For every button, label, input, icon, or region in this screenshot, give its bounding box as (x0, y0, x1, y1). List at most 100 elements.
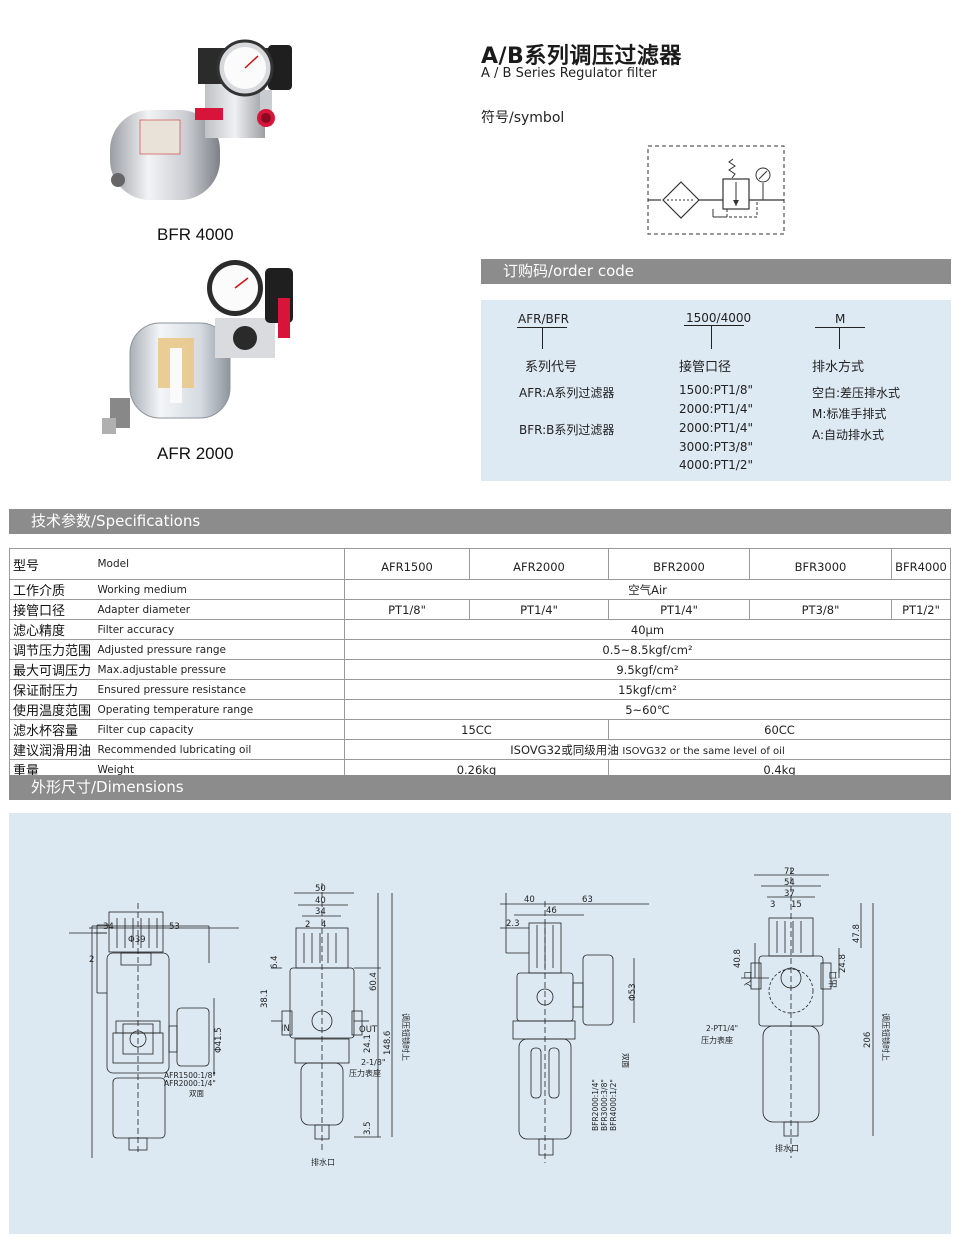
dimensions-panel: 34 53 Φ39 2 Φ41.5 AFR1500:1/8" AFR2000:1… (9, 813, 951, 1234)
specifications-title: 技术参数/Specifications (31, 512, 201, 530)
d4-w15: 15 (791, 900, 802, 910)
order-code-panel: AFR/BFR 1500/4000 M 系列代号 接管口径 排水方式 AFR:A… (481, 300, 951, 481)
label-cn: 建议润滑用油 (9, 739, 95, 760)
d1-h2: 2 (89, 955, 94, 965)
product-label-afr2000: AFR 2000 (157, 444, 234, 463)
d4-inlet: 入口 (744, 971, 754, 988)
value-cell: PT1/8" (344, 599, 470, 620)
d2-w2: 2 (305, 920, 310, 930)
value-cell: 0.26kg (344, 759, 609, 780)
drain-3: A:自动排水式 (812, 428, 885, 442)
model-bfr3000: BFR3000 (749, 548, 892, 580)
table-row: 接管口径 Adapter diameter PT1/8" PT1/4" PT1/… (9, 599, 951, 620)
label-cn: 滤水杯容量 (9, 719, 95, 740)
d3-w46: 46 (546, 906, 557, 916)
d2-port: 2-1/8" (361, 1058, 386, 1067)
value-cell: 15CC (344, 719, 609, 740)
d1-note1: AFR1500:1/8" (164, 1071, 216, 1080)
value-cell: PT1/4" (608, 599, 750, 620)
d2-knob: 调压钮锁时上 (401, 1013, 411, 1061)
port-1: 1500:PT1/8" (679, 383, 753, 397)
header-series: 系列代号 (525, 360, 578, 375)
d2-w4: 4 (321, 920, 326, 930)
table-row: 工作介质 Working medium 空气Air (9, 579, 951, 600)
label-cn: 滤心精度 (9, 619, 95, 640)
label-cn: 工作介质 (9, 579, 95, 600)
table-row: 使用温度范围 Operating temperature range 5~60℃ (9, 699, 951, 720)
value-cell: 5~60℃ (344, 699, 951, 720)
table-row: 调节压力范围 Adjusted pressure range 0.5~8.5kg… (9, 639, 951, 660)
dimensions-bar: 外形尺寸/Dimensions (9, 775, 951, 800)
underline-port (684, 325, 744, 326)
specifications-table: 型号 Model AFR1500 AFR2000 BFR2000 BFR3000… (9, 548, 951, 780)
d4-outlet: 出口 (828, 971, 839, 988)
model-afr1500: AFR1500 (344, 548, 470, 580)
afr2000-product-image (102, 260, 293, 434)
label-cn: 最大可调压力 (9, 659, 95, 680)
value-cell: PT1/2" (891, 599, 951, 620)
label-en: Recommended lubricating oil (94, 739, 345, 760)
series-a: AFR:A系列过滤器 (519, 386, 615, 400)
d4-w54: 54 (784, 878, 795, 888)
value-cell: 40μm (344, 619, 951, 640)
bfr4000-product-image (110, 39, 292, 200)
label-cn: 保证耐压力 (9, 679, 95, 700)
table-row: 滤水杯容量 Filter cup capacity 15CC 60CC (9, 719, 951, 740)
d1-w53: 53 (169, 922, 180, 932)
value-cell: PT1/4" (469, 599, 609, 620)
d3-both: 双面 (621, 1053, 630, 1069)
d4-h248: 24.8 (838, 954, 848, 973)
d4-w72: 72 (784, 867, 795, 877)
d4-h408: 40.8 (733, 949, 743, 968)
port-5: 4000:PT1/2" (679, 458, 753, 472)
drawing-bfr-front (741, 868, 874, 1158)
value-cell: 15kgf/cm² (344, 679, 951, 700)
leader-port (711, 325, 712, 349)
table-row: 型号 Model AFR1500 AFR2000 BFR2000 BFR3000… (9, 548, 951, 580)
page-subtitle: A / B Series Regulator filter (481, 66, 657, 81)
label-en: Model (94, 548, 345, 580)
label-en: Filter cup capacity (94, 719, 345, 740)
value-cell: 60CC (608, 719, 951, 740)
drawing-afr-front (271, 883, 393, 1153)
table-row: 最大可调压力 Max.adjustable pressure 9.5kgf/cm… (9, 659, 951, 680)
leader-drain (839, 327, 840, 349)
d3-phi53: Φ53 (628, 983, 638, 1001)
underline-drain (815, 327, 865, 328)
model-bfr2000: BFR2000 (608, 548, 750, 580)
d4-w3: 3 (770, 900, 775, 910)
drain-1: 空白:差压排水式 (812, 386, 901, 400)
d1-phi39: Φ39 (128, 935, 146, 945)
d4-port: 2-PT1/4" (706, 1024, 738, 1033)
code-drain: M (835, 312, 846, 326)
code-series: AFR/BFR (518, 312, 569, 326)
table-row: 重量 Weight 0.26kg 0.4kg (9, 759, 951, 780)
port-3: 2000:PT1/4" (679, 421, 753, 435)
label-en: Operating temperature range (94, 699, 345, 720)
d3-n3: BFR4000:1/2" (609, 1079, 618, 1131)
specifications-bar: 技术参数/Specifications (9, 509, 951, 534)
d4-knob: 调压钮锁时上 (881, 1013, 891, 1061)
header-port: 接管口径 (679, 360, 732, 375)
value-cell: 0.5~8.5kgf/cm² (344, 639, 951, 660)
d3-n1: BFR2000:1/4" (591, 1079, 600, 1131)
label-en: Working medium (94, 579, 345, 600)
d3-w23: 2.3 (506, 919, 520, 929)
d2-h1486: 148.6 (383, 1031, 393, 1055)
d4-h478: 47.8 (852, 924, 862, 943)
d2-gauge: 压力表座 (349, 1068, 381, 1078)
model-afr2000: AFR2000 (469, 548, 609, 580)
d2-h604: 60.4 (369, 972, 379, 991)
product-label-bfr4000: BFR 4000 (157, 225, 234, 244)
d3-w40: 40 (524, 895, 535, 905)
d2-out: OUT (359, 1025, 378, 1035)
d2-h381: 38.1 (260, 989, 270, 1008)
d1-phi415: Φ41.5 (214, 1027, 224, 1053)
order-code-bar: 订购码/order code (481, 259, 951, 284)
symbol-label: 符号/symbol (481, 110, 565, 126)
dimensions-title: 外形尺寸/Dimensions (31, 778, 184, 796)
d4-drain: 排水口 (775, 1143, 799, 1153)
label-cn: 接管口径 (9, 599, 95, 620)
value-cell: ISOVG32或同级用油 ISOVG32 or the same level o… (344, 739, 951, 760)
code-port: 1500/4000 (686, 311, 752, 325)
